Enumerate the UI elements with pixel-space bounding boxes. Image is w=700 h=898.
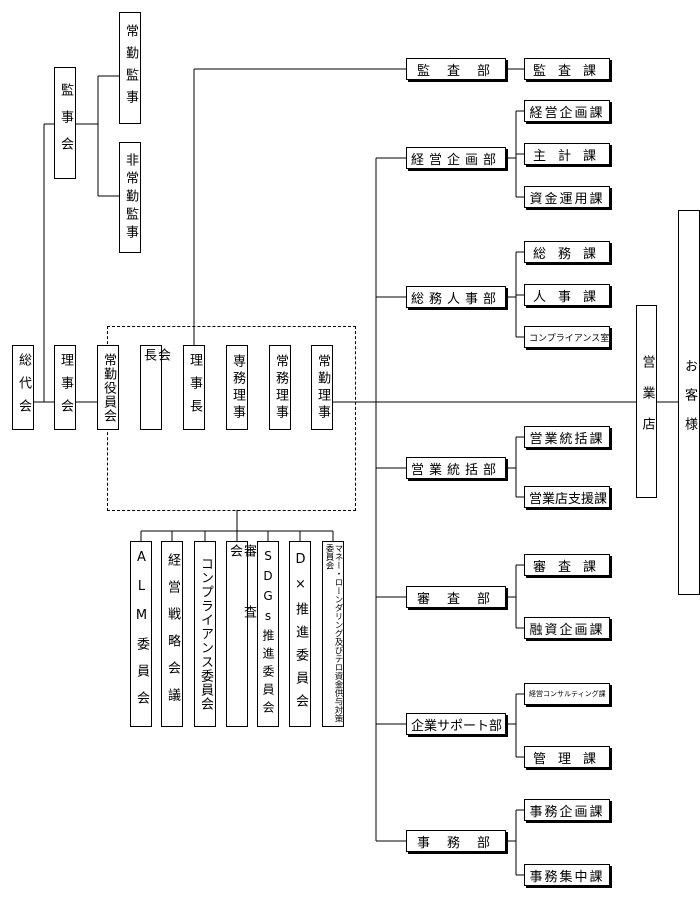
section-jimu-shuchu[interactable]: 事務集中課 — [524, 864, 610, 886]
committee-alm[interactable]: ALM委員会 — [130, 541, 152, 727]
node-label: 会長 — [141, 348, 170, 403]
section-label: 資金運用課 — [529, 191, 605, 207]
section-label: 経営企画課 — [529, 105, 605, 121]
section-keiei-consulting[interactable]: 経営コンサルティング課 — [524, 683, 610, 705]
section-shikin-unyo[interactable]: 資金運用課 — [524, 186, 610, 208]
section-shinsa[interactable]: 審査課 — [524, 554, 610, 576]
node-okyakusama[interactable]: お客様 — [678, 210, 700, 595]
node-label: 非常勤監事 — [123, 152, 138, 243]
node-hijokin-kanji[interactable]: 非常勤監事 — [119, 142, 141, 253]
section-label: 事務集中課 — [529, 869, 605, 885]
dept-label: 審査部 — [417, 591, 508, 607]
section-jinji[interactable]: 人事課 — [524, 284, 610, 306]
section-label: 主計課 — [533, 148, 609, 164]
node-label: 理事会 — [58, 353, 73, 422]
node-jokin-yakuinkai[interactable]: 常勤役員会 — [97, 345, 119, 430]
section-jimu-kikaku[interactable]: 事務企画課 — [524, 799, 610, 821]
node-label: 営業店 — [639, 355, 655, 448]
node-label: 常務理事 — [273, 353, 288, 422]
section-label: 営業統括課 — [529, 431, 605, 447]
node-rijikai[interactable]: 理事会 — [54, 345, 76, 430]
node-jokin-riji[interactable]: 常勤理事 — [311, 345, 333, 430]
node-jokin-kanji[interactable]: 常勤監事 — [119, 12, 141, 124]
section-label: 審査課 — [533, 559, 609, 575]
node-label: 理事長 — [187, 353, 202, 422]
section-eigyo-tokatsu[interactable]: 営業統括課 — [524, 426, 610, 448]
section-kansa[interactable]: 監査課 — [524, 58, 610, 80]
dept-label: 企業サポート部 — [411, 718, 503, 734]
node-rijicho[interactable]: 理事長 — [183, 345, 205, 430]
node-kaicho[interactable]: 会長 — [140, 345, 170, 430]
node-kanjikai[interactable]: 監事会 — [54, 67, 76, 179]
dept-keiei-kikaku[interactable]: 経営企画部 — [406, 147, 506, 169]
committee-label: D×推進委員会 — [293, 551, 308, 717]
node-label: 専務理事 — [230, 353, 245, 422]
dept-label: 経営企画部 — [411, 152, 502, 168]
section-label: 監査課 — [533, 63, 609, 79]
dept-eigyo-tokatsu[interactable]: 営業統括部 — [406, 457, 506, 479]
node-label: 総代会 — [16, 353, 31, 422]
committee-label: 審査会 — [227, 544, 256, 666]
section-shukei[interactable]: 主計課 — [524, 143, 610, 165]
committee-label: マネー・ローンダリング及びテロ資金供与対策委員会 — [324, 544, 343, 723]
node-eigyoten[interactable]: 営業店 — [636, 305, 657, 498]
committee-compliance[interactable]: コンプライアンス委員会 — [194, 541, 216, 727]
section-compliance[interactable]: コンプライアンス室 — [524, 326, 610, 348]
section-label: 融資企画課 — [529, 622, 605, 638]
section-label: 総務課 — [533, 246, 609, 262]
section-label: 経営コンサルティング課 — [529, 690, 606, 698]
committee-label: 経営戦略会議 — [165, 553, 180, 715]
dept-shinsa[interactable]: 審査部 — [406, 586, 506, 608]
section-kanri[interactable]: 管理課 — [524, 746, 610, 768]
section-yushi-kikaku[interactable]: 融資企画課 — [524, 617, 610, 639]
section-eigyoten-shien[interactable]: 営業店支援課 — [524, 486, 610, 508]
section-label: 事務企画課 — [529, 804, 605, 820]
node-label: お客様 — [682, 359, 697, 446]
section-label: 営業店支援課 — [529, 491, 608, 507]
committee-label: ALM委員会 — [134, 550, 149, 718]
node-label: 常勤理事 — [315, 353, 330, 422]
committee-sdgs[interactable]: SDGs推進委員会 — [257, 541, 279, 727]
node-label: 常勤役員会 — [101, 352, 116, 423]
committee-keiei-senryaku[interactable]: 経営戦略会議 — [161, 541, 183, 727]
committee-dx[interactable]: D×推進委員会 — [289, 541, 311, 727]
committee-shinsa[interactable]: 審査会 — [226, 541, 256, 727]
node-senmu-riji[interactable]: 専務理事 — [226, 345, 248, 430]
dept-label: 監査部 — [417, 63, 508, 79]
node-sodaikai[interactable]: 総代会 — [12, 345, 34, 430]
dept-somu-jinji[interactable]: 総務人事部 — [406, 286, 506, 308]
committee-money-laundering[interactable]: マネー・ローンダリング及びテロ資金供与対策委員会 — [322, 541, 344, 727]
dept-label: 事務部 — [417, 835, 508, 851]
dept-jimu[interactable]: 事務部 — [406, 830, 506, 852]
node-label: 監事会 — [58, 82, 73, 164]
dept-kansa[interactable]: 監査部 — [406, 58, 506, 80]
dept-label: 総務人事部 — [411, 291, 502, 307]
section-somu[interactable]: 総務課 — [524, 241, 610, 263]
node-label: 常勤監事 — [123, 24, 138, 112]
section-keiei-kikaku[interactable]: 経営企画課 — [524, 100, 610, 122]
section-label: 管理課 — [533, 751, 609, 767]
section-label: 人事課 — [533, 289, 609, 305]
node-jomu-riji[interactable]: 常務理事 — [269, 345, 291, 430]
committee-label: コンプライアンス委員会 — [198, 557, 213, 711]
committee-label: SDGs推進委員会 — [261, 549, 275, 719]
section-label: コンプライアンス室 — [529, 333, 610, 344]
dept-kigyo-support[interactable]: 企業サポート部 — [406, 713, 506, 735]
dept-label: 営業統括部 — [411, 462, 502, 478]
